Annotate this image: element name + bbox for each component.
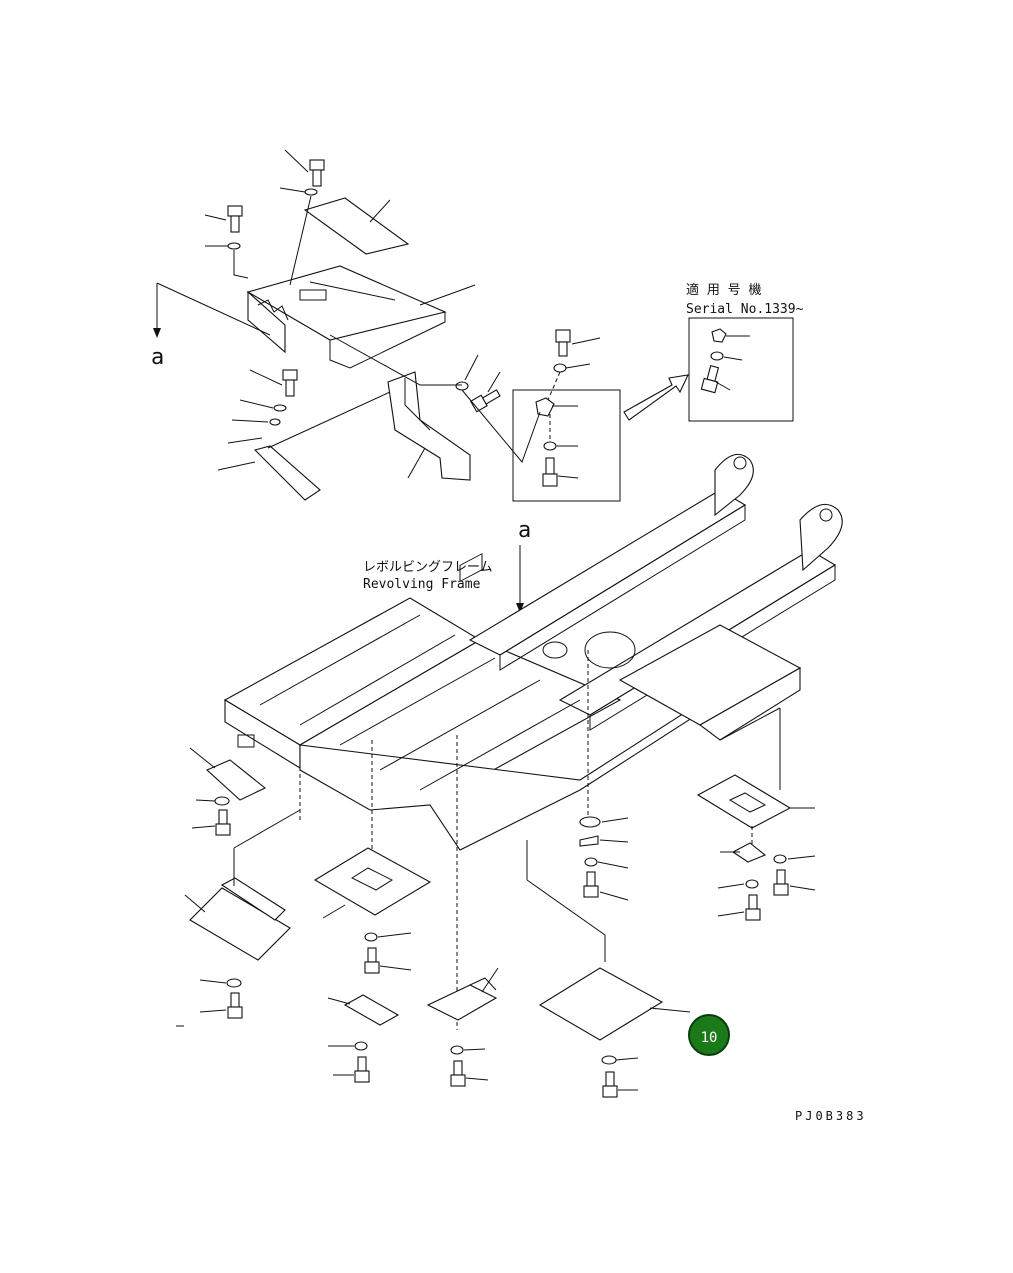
serial-clamp	[711, 328, 727, 343]
serial-detail	[688, 317, 794, 422]
plate-small	[303, 197, 410, 255]
bracket	[387, 371, 471, 481]
serial-arrow	[623, 374, 689, 421]
bolt-center	[583, 871, 599, 898]
detail-box	[512, 389, 621, 502]
washer-left-lower-1	[273, 404, 287, 412]
bolt-left-upper	[227, 205, 243, 233]
bolt-clamp-bottom	[542, 457, 558, 487]
bolt-b	[227, 992, 243, 1019]
serial-bolt	[700, 365, 720, 394]
serial-washer	[710, 351, 724, 361]
serial-box	[688, 317, 794, 422]
applicability-jp: 適 用 号 機	[686, 282, 761, 298]
bolt-c	[364, 947, 380, 974]
washer-b	[226, 978, 242, 988]
callout-number[interactable]: 10	[701, 1030, 718, 1046]
clamp-detail	[461, 329, 621, 502]
clip-g	[731, 842, 767, 863]
shim-2	[579, 835, 599, 847]
bolt-left-lower	[282, 369, 298, 397]
upper-cover-assembly	[204, 149, 501, 501]
frame-right-platform	[618, 624, 802, 726]
frame-front-face	[299, 688, 721, 851]
washer-c	[364, 932, 378, 942]
washer-g1	[773, 854, 787, 864]
boom-mount-left	[714, 453, 754, 517]
boom-mount-right	[799, 503, 843, 572]
washer-f	[601, 1055, 617, 1065]
washer-a	[214, 796, 230, 806]
callout-circle[interactable]	[688, 1014, 730, 1056]
washer-top	[304, 188, 318, 196]
view-marker-mid-label: a	[518, 518, 531, 543]
applicability-en: Serial No.1339~	[686, 302, 804, 317]
cover-side	[247, 290, 286, 354]
cover-g	[696, 774, 792, 829]
cover-a	[206, 759, 267, 801]
view-arrow-mid	[516, 545, 524, 613]
frame-label-en: Revolving Frame	[363, 577, 481, 592]
bolt-a	[215, 809, 231, 836]
shim-1	[579, 816, 601, 828]
washer-left-upper	[227, 242, 241, 250]
bolt-e	[450, 1060, 466, 1087]
bolt-bracket	[469, 389, 501, 413]
cover-d	[343, 994, 400, 1026]
cover-c	[313, 847, 432, 916]
washer-d	[354, 1041, 368, 1051]
view-marker-top-label: a	[151, 345, 164, 370]
bolt-d	[354, 1056, 370, 1083]
cover-e	[426, 984, 498, 1021]
view-arrow-top	[153, 282, 271, 338]
bolt-clamp-top	[555, 329, 571, 357]
bottom-covers	[176, 707, 816, 1098]
callout-10[interactable]: 10	[688, 1014, 730, 1056]
washer-clamp-top	[553, 363, 567, 373]
washer-g2	[745, 879, 759, 889]
cover-b-channel	[220, 877, 286, 921]
washer-bracket	[455, 381, 469, 391]
washer-center	[584, 857, 598, 867]
clamp	[535, 397, 555, 417]
frame-right-face	[698, 667, 801, 741]
cover-b	[189, 887, 291, 961]
frame-label-jp: レボルビングフレーム	[363, 560, 493, 575]
strip-plate	[253, 445, 321, 501]
bolt-top	[309, 159, 325, 187]
swing-circle	[584, 631, 636, 669]
cover-f	[538, 967, 664, 1041]
washer-clamp	[543, 441, 557, 451]
revolving-frame	[223, 453, 843, 851]
drawing-code: PJ0B383	[795, 1109, 867, 1123]
washer-left-lower-2	[269, 418, 281, 426]
washer-e	[450, 1045, 464, 1055]
bolt-g1	[773, 869, 789, 896]
bolt-g2	[745, 894, 761, 921]
bolt-f	[602, 1071, 618, 1098]
